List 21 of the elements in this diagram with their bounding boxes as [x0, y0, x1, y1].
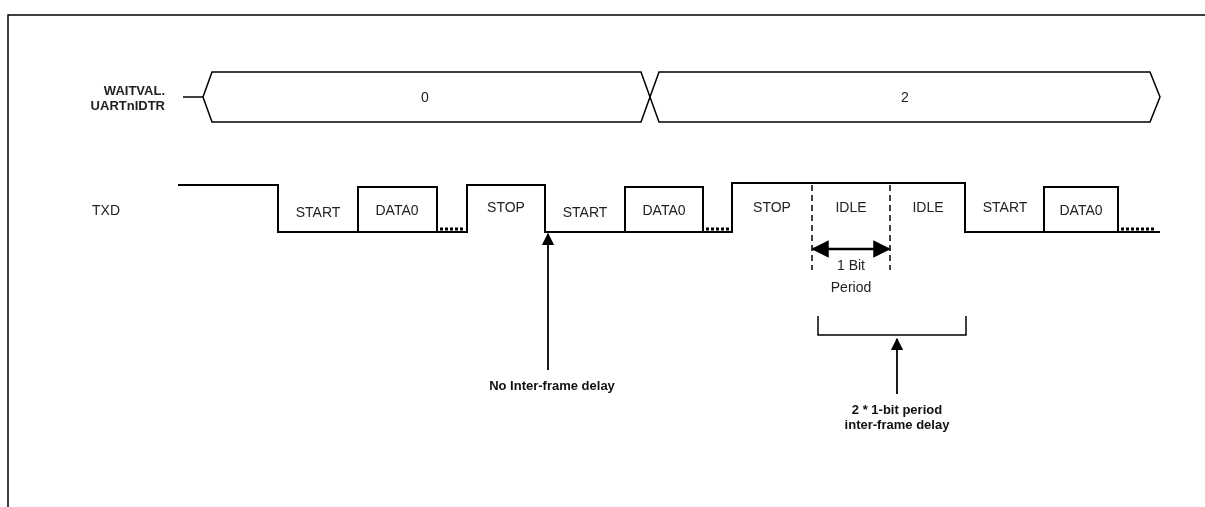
txd-waveform: [177, 182, 1161, 233]
signal-name: TXD: [92, 202, 120, 218]
bit-field-label: STOP: [753, 199, 791, 215]
bit-field-label: DATA0: [642, 202, 686, 218]
bus-value: 0: [421, 89, 429, 105]
bit-field-label: IDLE: [912, 199, 944, 215]
annotation-text: 2 * 1-bit period inter-frame delay: [834, 402, 960, 432]
bus-value: 2: [901, 89, 909, 105]
dimension-label: 1 Bit Period: [829, 256, 873, 297]
bit-field-label: START: [562, 204, 608, 220]
bit-field-label: START: [982, 199, 1028, 215]
bit-field-label: IDLE: [835, 199, 867, 215]
bit-field-label: DATA0: [1059, 202, 1103, 218]
bit-field-label: DATA0: [375, 202, 419, 218]
annotation-text: No Inter-frame delay: [467, 378, 637, 393]
leader-arrow: [541, 232, 555, 371]
bit-field-label: START: [295, 204, 341, 220]
leader-arrow: [890, 337, 904, 395]
bit-field-label: STOP: [487, 199, 525, 215]
signal-name: WAITVAL. UARTnIDTR: [89, 83, 165, 113]
bracket: [817, 315, 967, 336]
